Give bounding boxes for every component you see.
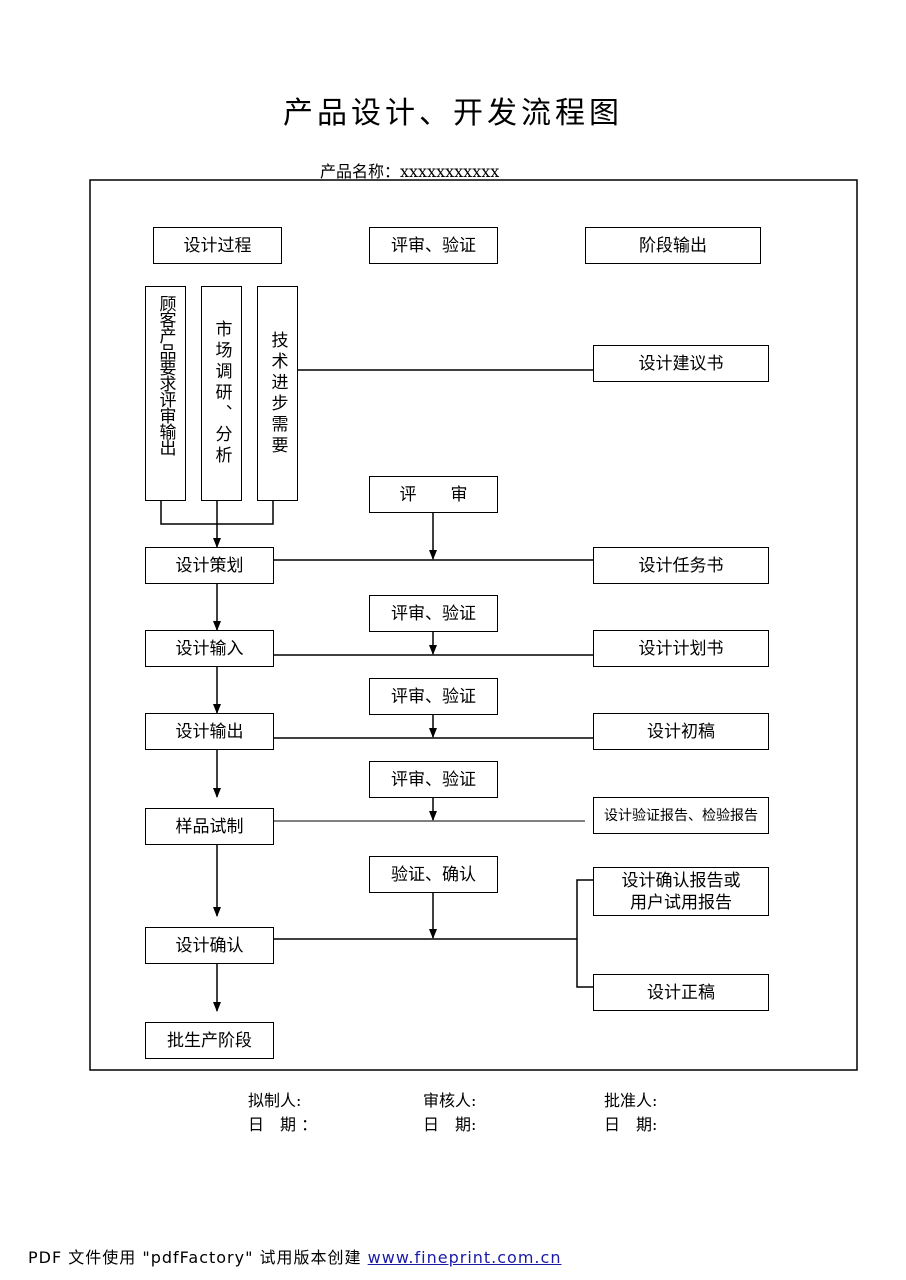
page-title: 产品设计、开发流程图 (283, 96, 623, 131)
review-verify-box-2: 评审、验证 (369, 678, 498, 715)
output-design-proposal: 设计建议书 (593, 345, 769, 382)
footer-link[interactable]: www.fineprint.com.cn (367, 1248, 562, 1267)
header-review-verify: 评审、验证 (369, 227, 498, 264)
step-sample-trial: 样品试制 (145, 808, 274, 845)
step-design-confirm: 设计确认 (145, 927, 274, 964)
approver-date-label: 日 期: (604, 1115, 658, 1134)
review-verify-box-3: 评审、验证 (369, 761, 498, 798)
step-design-planning: 设计策划 (145, 547, 274, 584)
outer-frame (89, 179, 858, 1071)
approver-label: 批准人: (604, 1091, 658, 1110)
output-verify-report: 设计验证报告、检验报告 (593, 797, 769, 834)
product-name: 产品名称：xxxxxxxxxxx (320, 162, 500, 181)
reviewer-label: 审核人: (423, 1091, 477, 1110)
signature-drafter: 拟制人: 日 期 ： (248, 1089, 317, 1137)
input-customer-requirements: 顾客产品要求评审输出 (145, 286, 186, 501)
reviewer-date-label: 日 期: (423, 1115, 477, 1134)
output-final-design: 设计正稿 (593, 974, 769, 1011)
step-design-output: 设计输出 (145, 713, 274, 750)
step-design-input: 设计输入 (145, 630, 274, 667)
header-stage-output: 阶段输出 (585, 227, 761, 264)
footer-text: PDF 文件使用 "pdfFactory" 试用版本创建 (28, 1248, 368, 1267)
drafter-date-label: 日 期 ： (248, 1115, 318, 1134)
output-design-draft: 设计初稿 (593, 713, 769, 750)
connector-branch-bracket (576, 879, 593, 988)
output-design-plan: 设计计划书 (593, 630, 769, 667)
drafter-label: 拟制人: (248, 1091, 302, 1110)
input-tech-progress: 技术进步需要 (257, 286, 298, 501)
review-verify-box-1: 评审、验证 (369, 595, 498, 632)
signature-reviewer: 审核人: 日 期: (423, 1089, 476, 1137)
signature-approver: 批准人: 日 期: (604, 1089, 657, 1137)
header-design-process: 设计过程 (153, 227, 282, 264)
pdf-footer: PDF 文件使用 "pdfFactory" 试用版本创建 www.finepri… (28, 1244, 561, 1268)
verify-confirm-box: 验证、确认 (369, 856, 498, 893)
output-design-task: 设计任务书 (593, 547, 769, 584)
input-market-research: 市场调研、分析 (201, 286, 242, 501)
step-mass-production: 批生产阶段 (145, 1022, 274, 1059)
output-confirm-report: 设计确认报告或用户试用报告 (593, 867, 769, 916)
review-box: 评 审 (369, 476, 498, 513)
